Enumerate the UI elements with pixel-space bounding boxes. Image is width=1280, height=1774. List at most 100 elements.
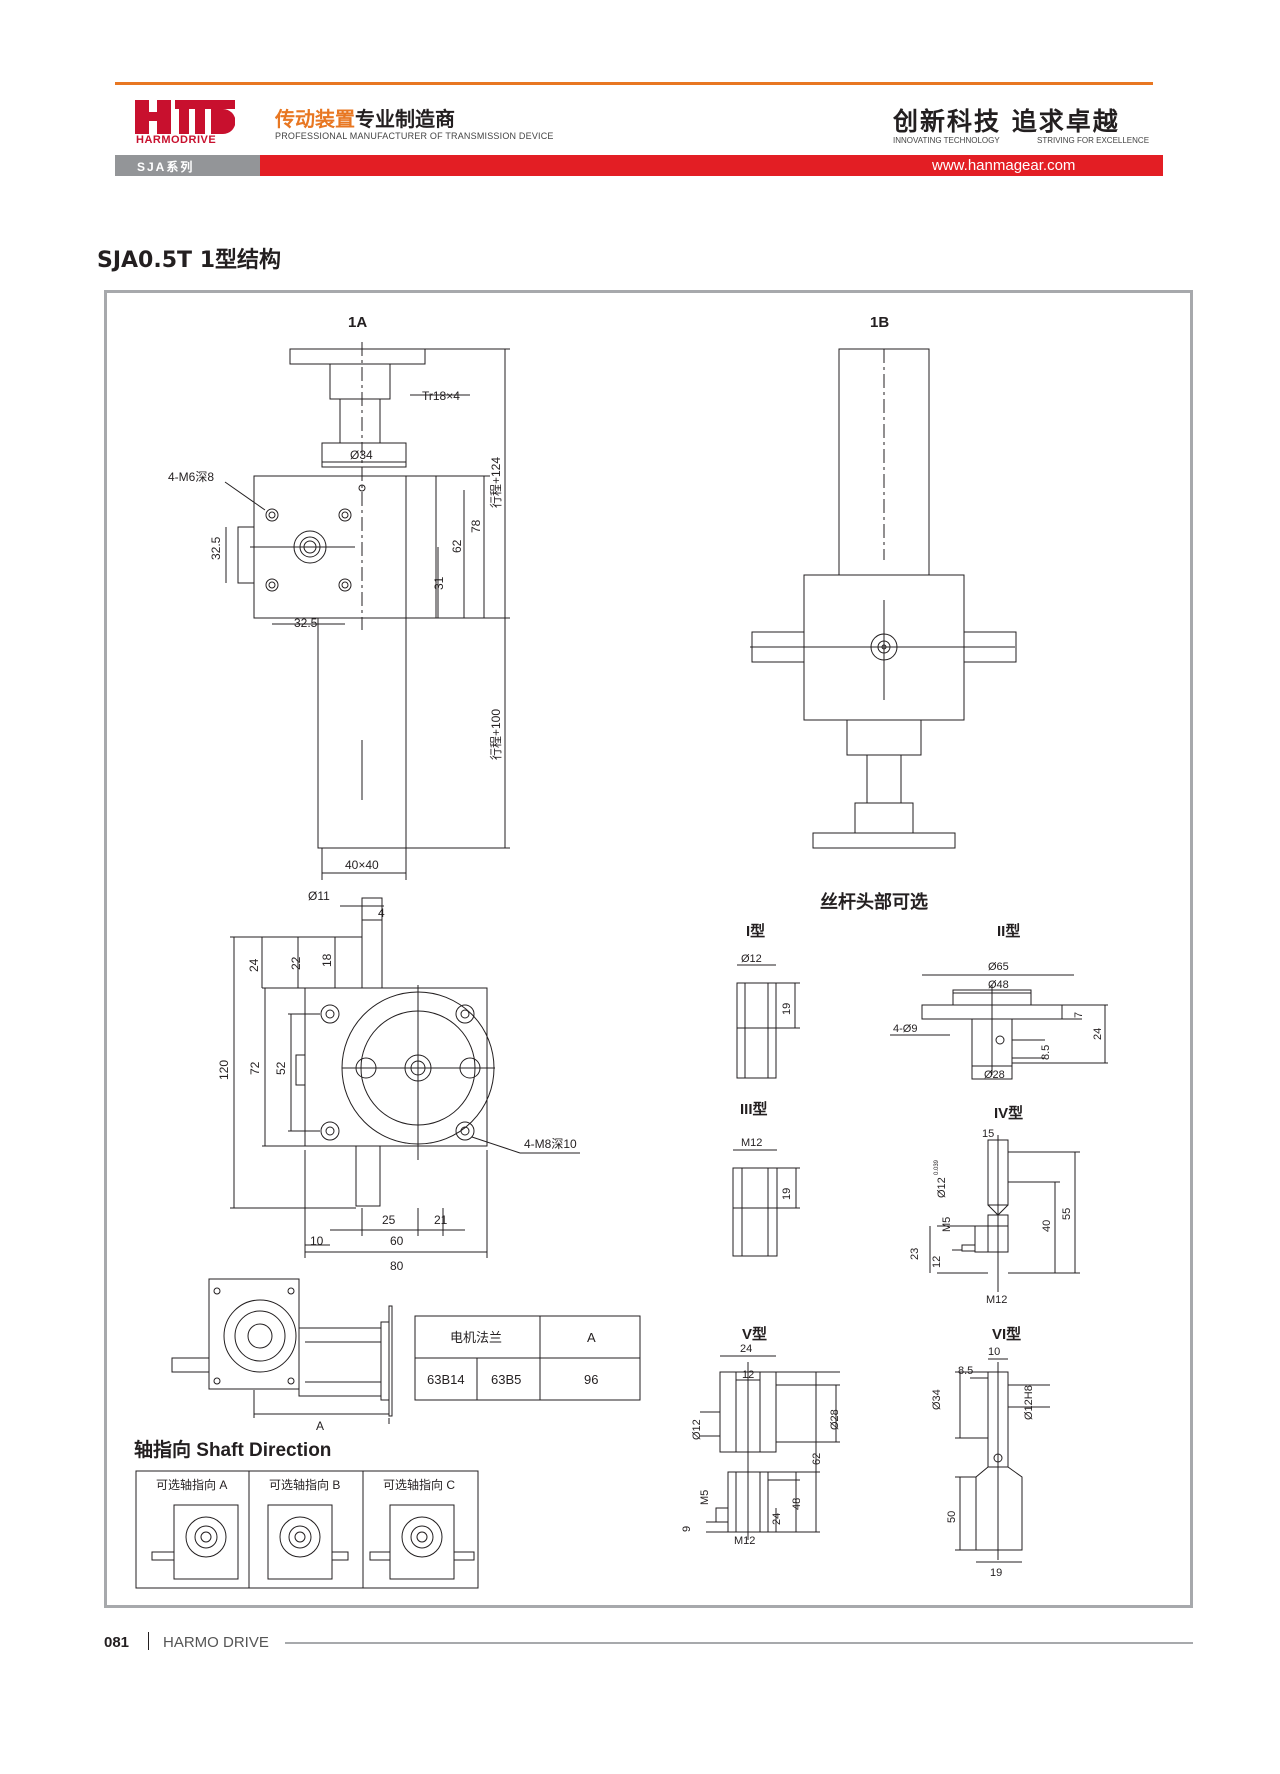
series-bar (115, 155, 260, 176)
website-link[interactable]: www.hanmagear.com (932, 157, 1076, 174)
type-5-d12b: Ø12 (691, 1419, 703, 1440)
type-2-d8-5: 8.5 (1040, 1045, 1052, 1060)
table-cell-63b5: 63B5 (491, 1372, 521, 1387)
type-5-drawing (700, 1355, 840, 1540)
type-4-m12: M12 (986, 1294, 1007, 1306)
type-1-d12: Ø12 (741, 953, 762, 965)
dim-18: 18 (320, 953, 334, 967)
slogan-en: PROFESSIONAL MANUFACTURER OF TRANSMISSIO… (275, 131, 554, 141)
dim-m8: 4-M8深10 (524, 1137, 577, 1151)
type-2-d28: Ø28 (984, 1069, 1005, 1081)
type-4-drawing (929, 1135, 1080, 1292)
type-3-drawing (732, 1149, 800, 1257)
table-header-flange: 电机法兰 (450, 1330, 502, 1345)
dim-52: 52 (274, 1061, 288, 1075)
type-4-tolerance: 0.039 (934, 1159, 940, 1175)
view-1a-label: 1A (348, 314, 367, 331)
type-4-d40: 40 (1041, 1220, 1053, 1232)
view-1a-drawing (224, 342, 510, 880)
type-5-m12: M12 (734, 1535, 755, 1547)
table-cell-63b14: 63B14 (427, 1372, 465, 1387)
shaft-option-c: 可选轴指向 C (383, 1477, 455, 1492)
dim-60: 60 (390, 1234, 404, 1248)
table-cell-96: 96 (584, 1372, 598, 1387)
page-title: SJA0.5T 1型结构 (97, 248, 282, 273)
dim-22: 22 (289, 956, 303, 970)
footer-brand: HARMO DRIVE (163, 1634, 269, 1651)
motto-en-2: STRIVING FOR EXCELLENCE (1037, 136, 1150, 145)
type-5-d28: Ø28 (829, 1409, 841, 1430)
dim-10: 10 (310, 1234, 324, 1248)
page-number: 081 (104, 1634, 130, 1651)
type-6-d8-5: 8.5 (958, 1365, 973, 1377)
drawing-frame (104, 290, 1193, 1608)
side-view-drawing (230, 897, 580, 1258)
type-6-label: VI型 (992, 1325, 1021, 1343)
slogan-cn-part2: 专业制造商 (355, 107, 455, 131)
dim-A: A (316, 1419, 324, 1433)
type-4-d55: 55 (1061, 1208, 1073, 1220)
dim-32-5-v: 32.5 (209, 536, 223, 560)
motto-en-1: INNOVATING TECHNOLOGY (893, 136, 1000, 145)
shaft-option-b: 可选轴指向 B (269, 1477, 340, 1492)
view-1b-drawing (750, 348, 1017, 849)
type-4-d23: 23 (909, 1248, 921, 1260)
type-2-d65: Ø65 (988, 961, 1009, 973)
slogan-cn-part1: 传动装置 (275, 107, 355, 131)
type-1-drawing (736, 964, 800, 1079)
dim-80: 80 (390, 1259, 404, 1273)
dim-25: 25 (382, 1213, 396, 1227)
dim-78: 78 (469, 519, 483, 533)
type-4-m5: M5 (941, 1217, 953, 1232)
type-5-d48: 48 (791, 1498, 803, 1510)
type-2-drawing (890, 974, 1108, 1080)
dim-d34: Ø34 (350, 448, 373, 462)
view-1b-label: 1B (870, 314, 889, 331)
motor-flange-table (414, 1315, 641, 1401)
motor-view-drawing (171, 1278, 393, 1424)
type-6-drawing (955, 1358, 1050, 1563)
dim-120: 120 (217, 1060, 231, 1080)
dim-stroke-124: 行程+124 (488, 457, 503, 508)
dim-31: 31 (432, 576, 446, 590)
type-4-d15: 15 (982, 1128, 994, 1140)
type-3-m12: M12 (741, 1137, 762, 1149)
dim-d11: Ø11 (308, 889, 330, 903)
dim-m6: 4-M6深8 (168, 470, 214, 484)
type-6-d12h8: Ø12H8 (1023, 1385, 1035, 1420)
type-6-d10: 10 (988, 1346, 1000, 1358)
type-6-d50: 50 (946, 1511, 958, 1523)
type-5-d62: 62 (811, 1453, 823, 1465)
logo-text: HARMODRIVE (136, 134, 217, 146)
dim-32-5-h: 32.5 (294, 616, 318, 630)
type-5-label: V型 (742, 1325, 767, 1343)
type-3-label: III型 (740, 1100, 768, 1118)
shaft-direction-title: 轴指向 Shaft Direction (134, 1438, 331, 1461)
shaft-direction-table (135, 1470, 479, 1589)
footer-line (285, 1642, 1193, 1644)
dim-21: 21 (434, 1213, 448, 1227)
type-2-d9: 4-Ø9 (893, 1023, 917, 1035)
type-4-d12: Ø12 (936, 1177, 948, 1198)
type-5-d24b: 24 (771, 1513, 783, 1525)
footer-separator (148, 1632, 149, 1650)
dim-stroke-100: 行程+100 (488, 709, 503, 760)
motto-cn: 创新科技 追求卓越 (893, 107, 1120, 136)
series-label: SJA系列 (137, 160, 195, 174)
type-6-d19: 19 (990, 1567, 1002, 1579)
dim-40x40: 40×40 (345, 858, 379, 872)
type-3-d19: 19 (781, 1188, 793, 1200)
type-5-d9: 9 (681, 1526, 693, 1532)
type-4-label: IV型 (994, 1104, 1023, 1122)
shaft-option-c-drawing (369, 1504, 475, 1580)
dim-62: 62 (450, 539, 464, 553)
screw-heads-title: 丝杆头部可选 (820, 891, 928, 912)
table-header-a: A (587, 1330, 596, 1345)
shaft-option-a-drawing (151, 1504, 239, 1580)
dim-4: 4 (378, 906, 385, 920)
website-bar (260, 155, 1163, 176)
type-6-d34: Ø34 (931, 1389, 943, 1410)
shaft-option-b-drawing (267, 1504, 349, 1580)
type-2-label: II型 (997, 922, 1020, 940)
